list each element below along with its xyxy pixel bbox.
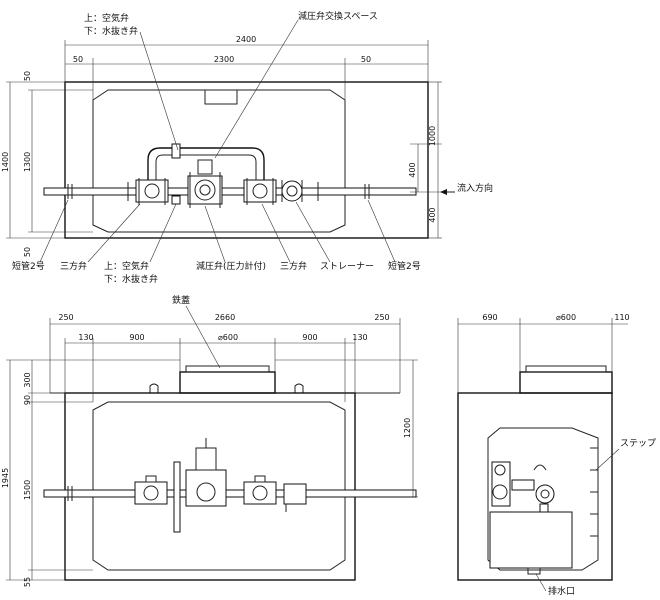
plan-dim-bottom-margin: 50 [23,247,32,257]
plan-opening [204,89,238,105]
leader-step [595,448,620,471]
front-strainer [283,483,307,512]
label-air-valve-top-2: 上：空気弁 [104,260,149,272]
side-view: 690 ⌀600 110 ステップ 排水口 [457,313,656,597]
front-prv [173,438,227,533]
front-lid-collar [179,371,276,394]
front-dim-right-wall: 130 [352,333,367,342]
front-dim-total: 2660 [215,313,235,322]
label-short-pipe-right: 短管2号 [388,260,421,272]
front-chamber-inner [92,401,346,571]
plan-view: 2400 2300 50 50 1400 1300 50 50 1000 400… [1,10,493,285]
leader-iron-lid [185,305,221,369]
front-dim-left-edge: 250 [58,313,73,322]
plan-three-way-valve-left [135,178,169,205]
label-drain-valve-2: 下：水抜き弁 [104,273,158,285]
plan-dim-inner-text: 2300 [214,55,234,64]
label-strainer: ストレーナー [320,261,374,272]
side-chamber-outer [457,392,613,581]
front-dim-body-1500: 1500 [23,480,32,500]
front-iron-lid [185,365,270,373]
plan-dim-left-margin: 50 [73,55,83,64]
plan-prv [187,159,223,208]
front-dim-total-h: 1945 [1,468,10,488]
plan-dim-total-text: 2400 [236,35,256,44]
front-dim-left-wall: 130 [78,333,93,342]
plan-chamber-inner [92,89,346,233]
plan-main-pipe [43,187,417,196]
side-dim-opening: ⌀600 [556,313,576,322]
label-drain-valve-top-1: 下：水抜き弁 [84,25,138,37]
leader-drain [535,573,547,592]
front-dim-opening: ⌀600 [218,333,238,342]
front-three-way-left [134,475,168,505]
side-base-block [489,511,573,569]
side-drain-port [527,567,541,575]
side-dim-left-690: 690 [482,313,497,322]
front-dim-top-300: 300 [23,372,32,387]
label-short-pipe-left: 短管2号 [12,260,45,272]
label-air-valve-top-1: 上：空気弁 [84,12,129,24]
plan-strainer [281,180,303,202]
plan-three-way-valve-right [243,178,277,205]
leader-air-valve-1 [139,31,179,151]
plan-bypass-pipe [147,147,265,180]
front-three-way-right [243,475,277,505]
plan-dim-total-h: 1400 [1,152,10,172]
side-dim-right-110: 110 [614,313,629,322]
front-dim-right-1200: 1200 [403,418,412,438]
front-dim-bottom-55: 55 [23,577,32,587]
front-chamber-outer [64,392,356,581]
label-prv-exchange-space: 減圧弁交換スペース [298,10,378,22]
label-drain-port: 排水口 [548,585,575,597]
side-valves [491,461,555,513]
front-view: 2660 250 250 130 900 ⌀600 900 130 1945 3… [1,294,418,587]
label-iron-lid: 鉄蓋 [172,294,190,306]
label-prv-with-gauge: 減圧弁(圧力計付) [196,260,266,272]
plan-dim-right-mid: 400 [408,162,417,177]
label-three-way-right: 三方弁 [280,260,307,272]
plan-chamber-outer [64,81,429,239]
plan-dim-top-margin: 50 [23,71,32,81]
side-lid-collar [519,371,613,394]
front-dim-right-edge: 250 [374,313,389,322]
front-dim-span-left: 900 [129,333,144,342]
plan-dim-right-upper: 1000 [428,126,437,146]
label-three-way-left: 三方弁 [60,260,87,272]
plan-dim-inner-h: 1300 [23,152,32,172]
front-dim-slab-90: 90 [23,395,32,405]
plan-dim-right-lower: 400 [428,207,437,222]
label-step: ステップ [620,438,656,449]
front-dim-span-right: 900 [302,333,317,342]
front-main-pipe [43,489,417,498]
label-inflow-direction: 流入方向 [457,182,493,194]
plan-dim-right-margin: 50 [361,55,371,64]
inflow-arrow-head [440,189,447,195]
leader-prv-space [214,19,299,159]
